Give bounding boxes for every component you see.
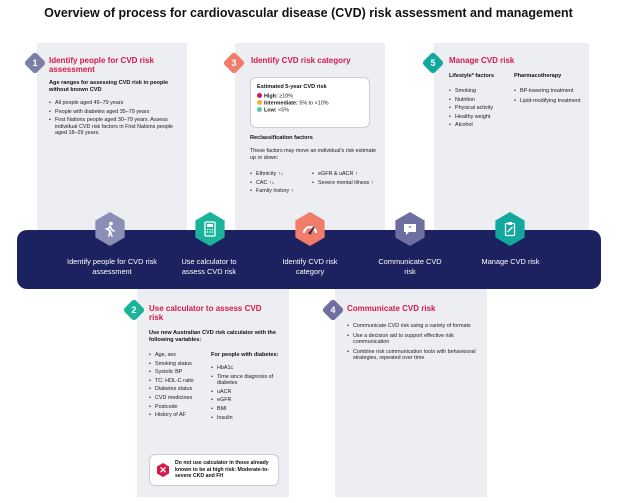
list-item: HbA1c [211, 365, 281, 372]
step5-badge: 5 [421, 51, 445, 75]
band-label-identify-people: Identify people for CVD risk assessment [67, 257, 157, 276]
list-item: Age, sex [149, 352, 209, 359]
risk-box: Estimated 5-year CVD risk High: ≥10% Int… [250, 77, 370, 128]
calculator-variables-list: Age, sex Smoking status Systolic BP TC: … [149, 352, 209, 419]
list-item: Lipid-modifying treatment [514, 98, 584, 105]
list-item: Combine risk communication tools with be… [347, 349, 479, 362]
step5-title: Manage CVD risk [449, 56, 515, 65]
step3-badge: 3 [222, 51, 246, 75]
step5-card: Manage CVD risk Lifestyle* factors Smoki… [434, 43, 589, 238]
step2-title: Use calculator to assess CVD risk [149, 304, 262, 322]
step4-badge: 4 [321, 298, 345, 322]
step4-card: Communicate CVD risk Communicate CVD ris… [335, 289, 487, 497]
speech-bubble-icon: " [395, 212, 425, 246]
step2-card: Use calculator to assess CVD risk Use ne… [137, 289, 289, 497]
list-item: Physical activity [449, 105, 511, 112]
list-item: CVD medicines [149, 395, 209, 402]
risk-box-title: Estimated 5-year CVD risk [257, 84, 327, 90]
risk-low: Low: <5% [257, 107, 363, 114]
list-item: Communicate CVD risk using a variety of … [347, 323, 479, 330]
band-label-manage: Manage CVD risk [481, 257, 540, 266]
risk-intermediate: Intermediate: 5% to <10% [257, 100, 363, 107]
list-item: Use a decision aid to support effective … [347, 333, 479, 346]
list-item: BMI [211, 406, 281, 413]
list-item: History of AF [149, 412, 209, 419]
list-item: Systolic BP [149, 369, 209, 376]
step2-subtitle: Use new Australian CVD risk calculator w… [149, 330, 276, 343]
pharma-heading: Pharmacotherapy [514, 73, 562, 79]
page-title: Overview of process for cardiovascular d… [44, 6, 573, 20]
step4-list: Communicate CVD risk using a variety of … [347, 323, 479, 362]
calculator-icon [195, 212, 225, 246]
list-item: Severe mental illness ↑ [312, 180, 378, 187]
band-label-use-calculator: Use calculator to assess CVD risk [181, 257, 237, 276]
band-label-identify-category: Identify CVD risk category [282, 257, 338, 276]
risk-high: High: ≥10% [257, 93, 363, 100]
list-item: Alcohol [449, 122, 511, 129]
step1-subtitle: Age ranges for assessing CVD risk in peo… [49, 80, 169, 93]
clipboard-icon [495, 212, 525, 246]
list-item: BP-lowering treatment [514, 88, 584, 95]
pharma-list: BP-lowering treatment Lipid-modifying tr… [514, 88, 584, 104]
list-item: Ethnicity ↑↓ [250, 171, 315, 178]
list-item: Insulin [211, 415, 281, 422]
diabetes-variables-list: HbA1c Time since diagnosis of diabetes u… [211, 365, 281, 421]
list-item: First Nations people aged 30–79 years. A… [49, 117, 179, 137]
list-item: Postcode [149, 404, 209, 411]
list-item: Nutrition [449, 97, 511, 104]
band-label-communicate: Communicate CVD risk [378, 257, 442, 276]
diabetes-heading: For people with diabetes: [211, 352, 279, 358]
step1-title: Identify people for CVD risk assessment [49, 56, 154, 74]
list-item: eGFR [211, 397, 281, 404]
lifestyle-heading: Lifestyle* factors [449, 73, 495, 79]
list-item: Smoking [449, 88, 511, 95]
list-item: uACR [211, 389, 281, 396]
factors-left: Ethnicity ↑↓ CAC ↑↓ Family history ↑ [250, 171, 315, 195]
warning-text: Do not use calculator in those already k… [175, 460, 269, 480]
step3-title: Identify CVD risk category [251, 56, 351, 65]
list-item: eGFR & uACR ↑ [312, 171, 378, 178]
step1-card: Identify people for CVD risk assessment … [37, 43, 187, 238]
warning-box: ✕ Do not use calculator in those already… [149, 454, 279, 486]
svg-text:": " [408, 226, 411, 233]
list-item: People with diabetes aged 35–79 years [49, 109, 179, 116]
step3-card: Identify CVD risk category Estimated 5-y… [235, 43, 385, 238]
step2-badge: 2 [122, 298, 146, 322]
list-item: Time since diagnosis of diabetes [211, 374, 281, 387]
reclass-title: Reclassification factors [250, 135, 313, 141]
list-item: CAC ↑↓ [250, 180, 315, 187]
factors-right: eGFR & uACR ↑ Severe mental illness ↑ [312, 171, 378, 186]
list-item: Diabetes status [149, 386, 209, 393]
list-item: Family history ↑ [250, 188, 315, 195]
gauge-icon [295, 212, 325, 246]
list-item: Smoking status [149, 361, 209, 368]
walking-person-icon [95, 212, 125, 246]
list-item: Healthy weight [449, 114, 511, 121]
warning-icon: ✕ [156, 463, 170, 477]
step1-list: All people aged 45–79 years People with … [49, 100, 179, 137]
reclass-text: These factors may move an individual's r… [250, 148, 376, 161]
lifestyle-list: Smoking Nutrition Physical activity Heal… [449, 88, 511, 129]
step4-title: Communicate CVD risk [347, 304, 436, 313]
step1-badge: 1 [23, 51, 47, 75]
list-item: TC: HDL-C ratio [149, 378, 209, 385]
list-item: All people aged 45–79 years [49, 100, 179, 107]
